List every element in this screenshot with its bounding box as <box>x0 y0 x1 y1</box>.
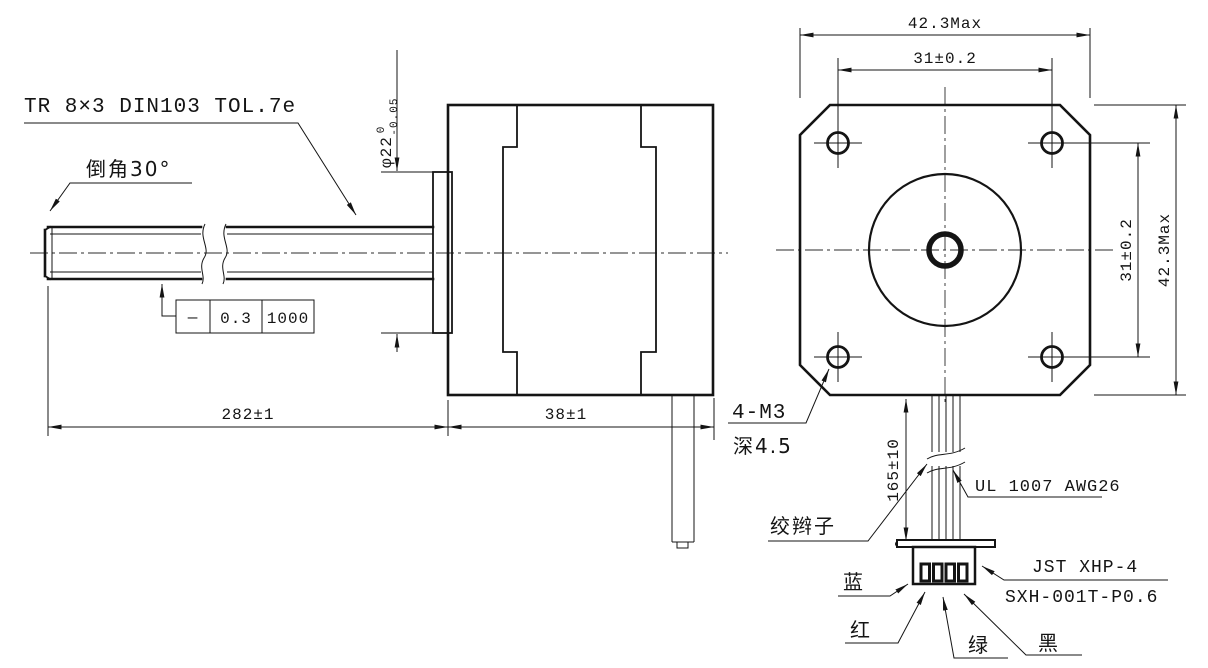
break-symbol <box>201 223 228 285</box>
straightness-symbol: — <box>187 309 199 327</box>
mounting-holes-leader <box>728 368 830 424</box>
shaft-diameter-tol-upper: 0 <box>376 126 388 134</box>
motor-depth-dimension: 38±1 <box>448 398 715 440</box>
shaft-diameter-dimension: φ22 0-0.05 <box>376 50 437 352</box>
wire-spec-label: UL 1007 AWG26 <box>975 478 1121 497</box>
wire-red-label: 红 <box>850 618 872 642</box>
motor-body-side <box>446 103 715 397</box>
thread-spec-label: TR 8×3 DIN103 TOL.7e <box>24 96 296 119</box>
mounting-holes-label: 4-M3 <box>732 402 786 425</box>
hole-spacing-vertical-dimension: 31±0.2 <box>1118 143 1141 357</box>
hole-depth-label: 深4.5 <box>733 434 793 458</box>
wire-black-leader <box>963 593 1082 656</box>
wire-color-callouts: 蓝 红 绿 黑 <box>838 570 1082 659</box>
wire-red-leader <box>845 591 926 644</box>
wire-spec-leader <box>952 469 1102 498</box>
wire-bundle <box>926 395 966 542</box>
side-view: TR 8×3 DIN103 TOL.7e 倒角30° φ22 0-0.05 — 0… <box>24 50 728 549</box>
face-height-value: 42.3Max <box>1156 213 1174 287</box>
face-view: 42.3Max 31±0.2 31±0.2 42.3Max 4-M3 深4.5 <box>728 15 1186 659</box>
face-width-value: 42.3Max <box>908 15 982 33</box>
shaft-diameter-tol-lower: -0.05 <box>389 98 401 136</box>
wire-green-leader <box>942 596 1008 659</box>
wire-break-symbol <box>926 447 966 474</box>
shaft-length-value: 282±1 <box>221 406 274 424</box>
wire-green-label: 绿 <box>968 633 990 657</box>
svg-text:φ220-0.05: φ22 0-0.05 <box>376 98 401 168</box>
twist-leader <box>768 463 928 542</box>
lead-screw <box>43 223 435 285</box>
terminal-model-label: SXH-001T-P0.6 <box>1005 588 1158 608</box>
connector <box>895 539 996 586</box>
connector-model-label: JST XHP-4 <box>1032 558 1138 578</box>
wire-blue-leader <box>838 583 909 597</box>
hole-spacing-horizontal-value: 31±0.2 <box>913 50 977 68</box>
lead-wire-length-value: 165±10 <box>885 438 903 502</box>
shaft-length-dimension: 282±1 <box>47 286 449 436</box>
wire-blue-label: 蓝 <box>843 570 865 594</box>
hole-spacing-vertical-value: 31±0.2 <box>1118 218 1136 282</box>
pilot-circle <box>867 172 1023 328</box>
face-height-dimension: 42.3Max <box>1094 104 1186 396</box>
face-width-dimension: 42.3Max <box>799 15 1091 98</box>
motor-depth-value: 38±1 <box>545 406 587 424</box>
connector-pins <box>919 562 969 583</box>
pilot-boss <box>432 171 453 334</box>
wire-black-label: 黑 <box>1038 631 1060 655</box>
straightness-ref-length: 1000 <box>267 310 309 328</box>
lead-wire-length-dimension: 165±10 <box>885 399 909 541</box>
hole-crosshairs <box>814 58 1150 382</box>
hole-spacing-horizontal-dimension: 31±0.2 <box>838 50 1052 73</box>
motor-face-outline <box>798 103 1092 397</box>
shaft-circle <box>926 231 964 269</box>
thread-spec-leader <box>24 122 357 216</box>
chamfer-label: 倒角30° <box>86 157 171 181</box>
twist-label: 绞辫子 <box>770 514 836 538</box>
straightness-value: 0.3 <box>220 310 252 328</box>
chamfer-leader <box>49 182 192 212</box>
wire-tail-side <box>671 395 695 549</box>
straightness-tolerance-box: — 0.3 1000 <box>159 284 315 334</box>
connector-leader <box>981 565 1168 581</box>
shaft-diameter-value: φ22 <box>378 136 396 168</box>
